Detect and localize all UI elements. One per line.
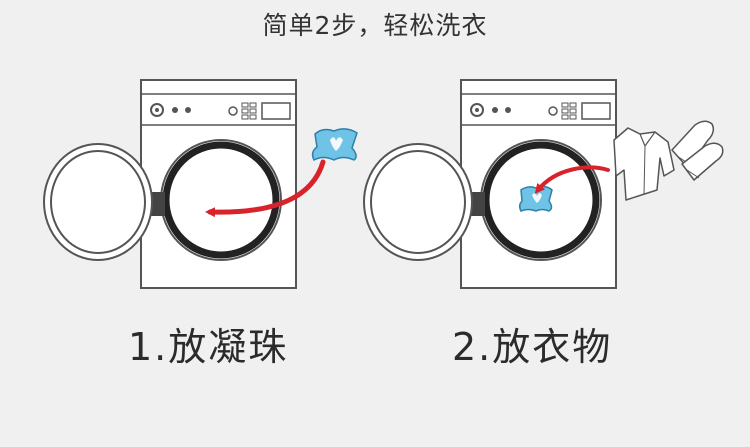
detergent-pod-icon — [518, 185, 553, 212]
step-2-label: 2.放衣物 — [452, 325, 613, 369]
socks-icon — [671, 120, 724, 181]
washing-machine-icon — [363, 79, 617, 289]
detergent-pod-icon — [311, 128, 358, 162]
washing-machine-icon — [43, 79, 297, 289]
page-heading: 简单2步，轻松洗衣 — [262, 11, 488, 40]
step-1-label: 1.放凝珠 — [128, 325, 289, 369]
red-arrow-icon — [534, 165, 610, 194]
shirt-icon — [613, 127, 675, 201]
red-arrow-icon — [205, 159, 326, 218]
